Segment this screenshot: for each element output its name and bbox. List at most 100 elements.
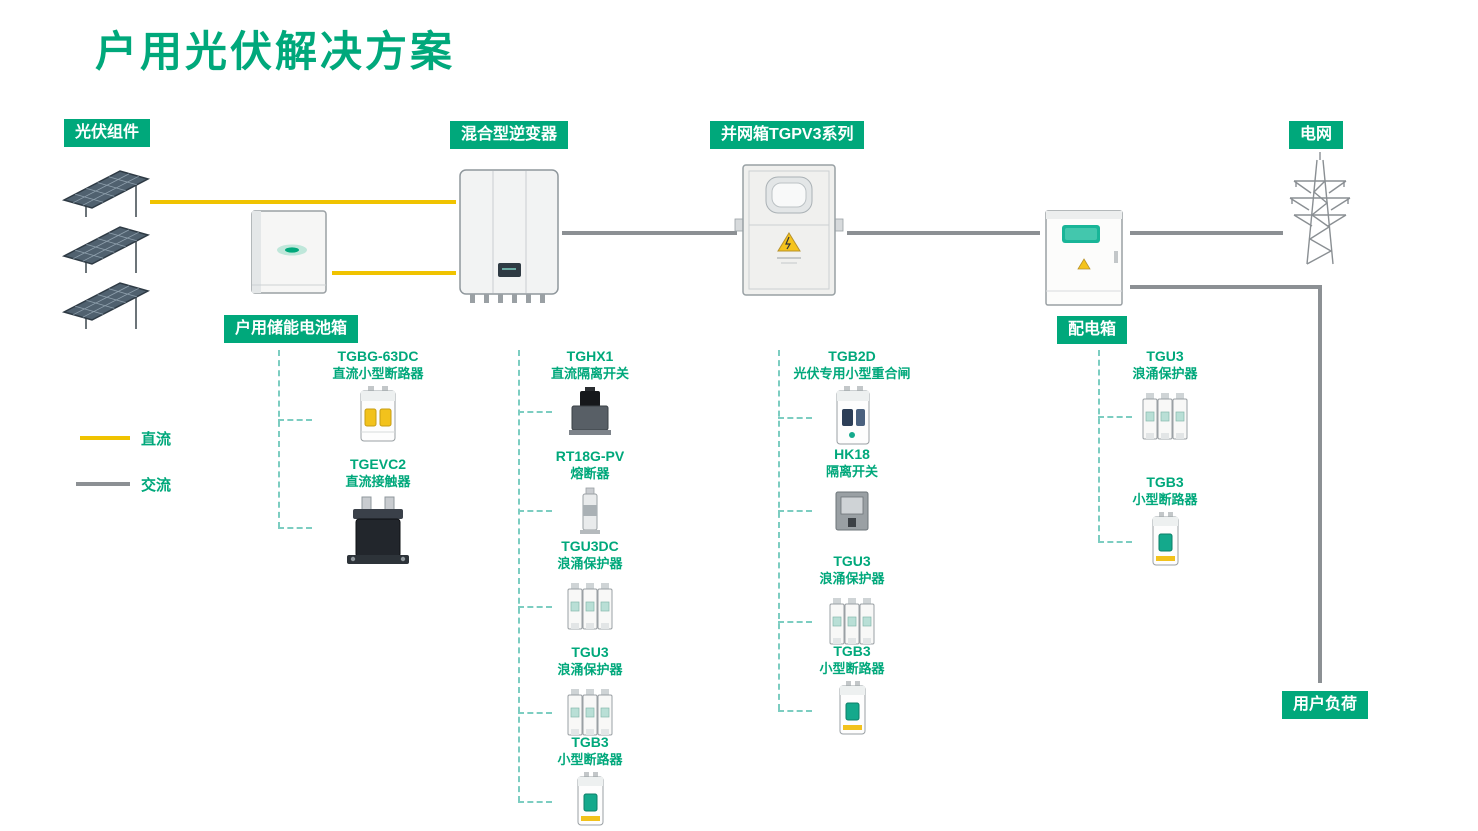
fuse-icon xyxy=(580,487,600,534)
dc-isolator-switch-icon xyxy=(569,386,611,435)
component-tgu3-gridbox: TGU3 浪涌保护器 xyxy=(782,553,922,652)
component-tgevc2: TGEVC2 直流接触器 xyxy=(308,456,448,567)
label-pv-modules: 光伏组件 xyxy=(64,119,151,147)
connector-gridbox-column xyxy=(778,350,780,710)
connector-inverter-column xyxy=(518,350,520,802)
connector-inverter-stub-3 xyxy=(518,606,552,608)
component-hk18: HK18 隔离开关 xyxy=(782,446,922,537)
connector-battery-stub-2 xyxy=(278,527,312,529)
mini-breaker-icon xyxy=(577,771,604,826)
component-tgu3-inverter: TGU3 浪涌保护器 xyxy=(522,644,658,743)
connector-inverter-stub-2 xyxy=(518,510,552,512)
connector-distbox-stub-1 xyxy=(1098,416,1132,418)
component-tgb3-inverter: TGB3 小型断路器 xyxy=(522,734,658,831)
ac-line-distbox-to-grid xyxy=(1130,231,1283,235)
component-model: TGBG-63DC xyxy=(337,348,419,364)
legend-dc-swatch xyxy=(80,436,130,440)
component-model: RT18G-PV xyxy=(555,448,625,464)
component-name: 浪涌保护器 xyxy=(557,555,623,571)
connector-inverter-stub-5 xyxy=(518,801,552,803)
solar-panel-icon xyxy=(61,170,151,217)
grid-connection-box-icon xyxy=(734,164,844,296)
connector-gridbox-stub-1 xyxy=(778,417,812,419)
solar-panel-icon xyxy=(61,282,151,329)
component-name: 浪涌保护器 xyxy=(1132,365,1198,381)
component-model: TGU3 xyxy=(833,553,871,569)
label-power-grid: 电网 xyxy=(1289,121,1344,149)
component-model: TGU3 xyxy=(1146,348,1184,364)
label-hybrid-inverter: 混合型逆变器 xyxy=(450,121,569,149)
transmission-tower-icon xyxy=(1289,152,1351,265)
component-name: 浪涌保护器 xyxy=(819,570,885,586)
grid-connection-box-image xyxy=(733,161,845,299)
component-model: HK18 xyxy=(834,446,870,462)
component-name: 熔断器 xyxy=(570,465,610,481)
component-name: 小型断路器 xyxy=(1132,491,1198,507)
connector-distbox-stub-2 xyxy=(1098,541,1132,543)
component-rt18g-pv: RT18G-PV 熔断器 xyxy=(522,448,658,535)
component-model: TGB3 xyxy=(571,734,609,750)
surge-protector-icon xyxy=(567,582,613,630)
surge-protector-icon xyxy=(829,597,875,645)
surge-protector-icon xyxy=(1142,392,1188,440)
page-title: 户用光伏解决方案 xyxy=(95,28,456,75)
label-distribution-box: 配电箱 xyxy=(1057,316,1128,344)
legend-ac-swatch xyxy=(76,482,130,486)
legend-ac-label: 交流 xyxy=(141,477,172,494)
mini-breaker-icon xyxy=(1152,511,1179,566)
connector-inverter-stub-1 xyxy=(518,411,552,413)
component-name: 直流小型断路器 xyxy=(332,365,424,381)
component-model: TGU3 xyxy=(571,644,609,660)
component-name: 隔离开关 xyxy=(825,463,878,479)
distribution-box-image xyxy=(1038,203,1130,311)
connector-battery-column xyxy=(278,350,280,528)
connector-gridbox-stub-2 xyxy=(778,510,812,512)
label-grid-connection-box: 并网箱TGPV3系列 xyxy=(710,121,865,149)
surge-protector-icon xyxy=(567,688,613,736)
pv-recloser-icon xyxy=(836,385,870,445)
component-name: 光伏专用小型重合闸 xyxy=(793,365,911,381)
battery-cabinet-image xyxy=(238,203,338,303)
component-tgbg-63dc: TGBG-63DC 直流小型断路器 xyxy=(308,348,448,447)
label-battery-box: 户用储能电池箱 xyxy=(224,315,359,343)
component-name: 小型断路器 xyxy=(819,660,885,676)
connector-gridbox-stub-4 xyxy=(778,710,812,712)
inverter-icon xyxy=(459,169,559,303)
power-grid-tower-image xyxy=(1280,150,1360,270)
component-name: 小型断路器 xyxy=(557,751,623,767)
solar-panel-array xyxy=(56,164,156,332)
connector-inverter-stub-4 xyxy=(518,712,552,714)
ac-line-distbox-to-load-horizontal xyxy=(1130,285,1322,289)
isolator-switch-icon xyxy=(835,491,869,531)
hybrid-inverter-image xyxy=(454,166,564,306)
distribution-box-icon xyxy=(1045,210,1123,306)
solar-panel-icon xyxy=(61,226,151,273)
dc-mini-breaker-icon xyxy=(360,385,396,442)
ac-line-inverter-to-gridbox xyxy=(562,231,737,235)
dc-line-pv-to-inverter xyxy=(150,200,456,204)
component-model: TGB3 xyxy=(833,643,871,659)
component-model: TGHX1 xyxy=(566,348,614,364)
component-model: TGEVC2 xyxy=(349,456,406,472)
component-tgb3-gridbox: TGB3 小型断路器 xyxy=(782,643,922,740)
component-tgu3-distbox: TGU3 浪涌保护器 xyxy=(1095,348,1235,447)
ac-line-gridbox-to-distbox xyxy=(847,231,1040,235)
component-model: TGU3DC xyxy=(561,538,619,554)
component-model: TGB3 xyxy=(1146,474,1184,490)
component-tgb3-distbox: TGB3 小型断路器 xyxy=(1095,474,1235,571)
ac-line-distbox-to-load-vertical xyxy=(1318,285,1322,683)
component-model: TGB2D xyxy=(828,348,876,364)
label-user-load: 用户负荷 xyxy=(1282,691,1369,719)
dc-line-battery-to-inverter xyxy=(332,271,456,275)
component-name: 浪涌保护器 xyxy=(557,661,623,677)
component-tgb2d: TGB2D 光伏专用小型重合闸 xyxy=(782,348,922,449)
component-tghx1: TGHX1 直流隔离开关 xyxy=(522,348,658,437)
battery-cabinet-icon xyxy=(251,210,327,294)
mini-breaker-icon xyxy=(839,680,866,735)
legend-dc-label: 直流 xyxy=(141,431,172,448)
dc-contactor-icon xyxy=(347,496,409,564)
component-name: 直流隔离开关 xyxy=(550,365,629,381)
connector-distbox-column xyxy=(1098,350,1100,541)
component-name: 直流接触器 xyxy=(345,473,411,489)
